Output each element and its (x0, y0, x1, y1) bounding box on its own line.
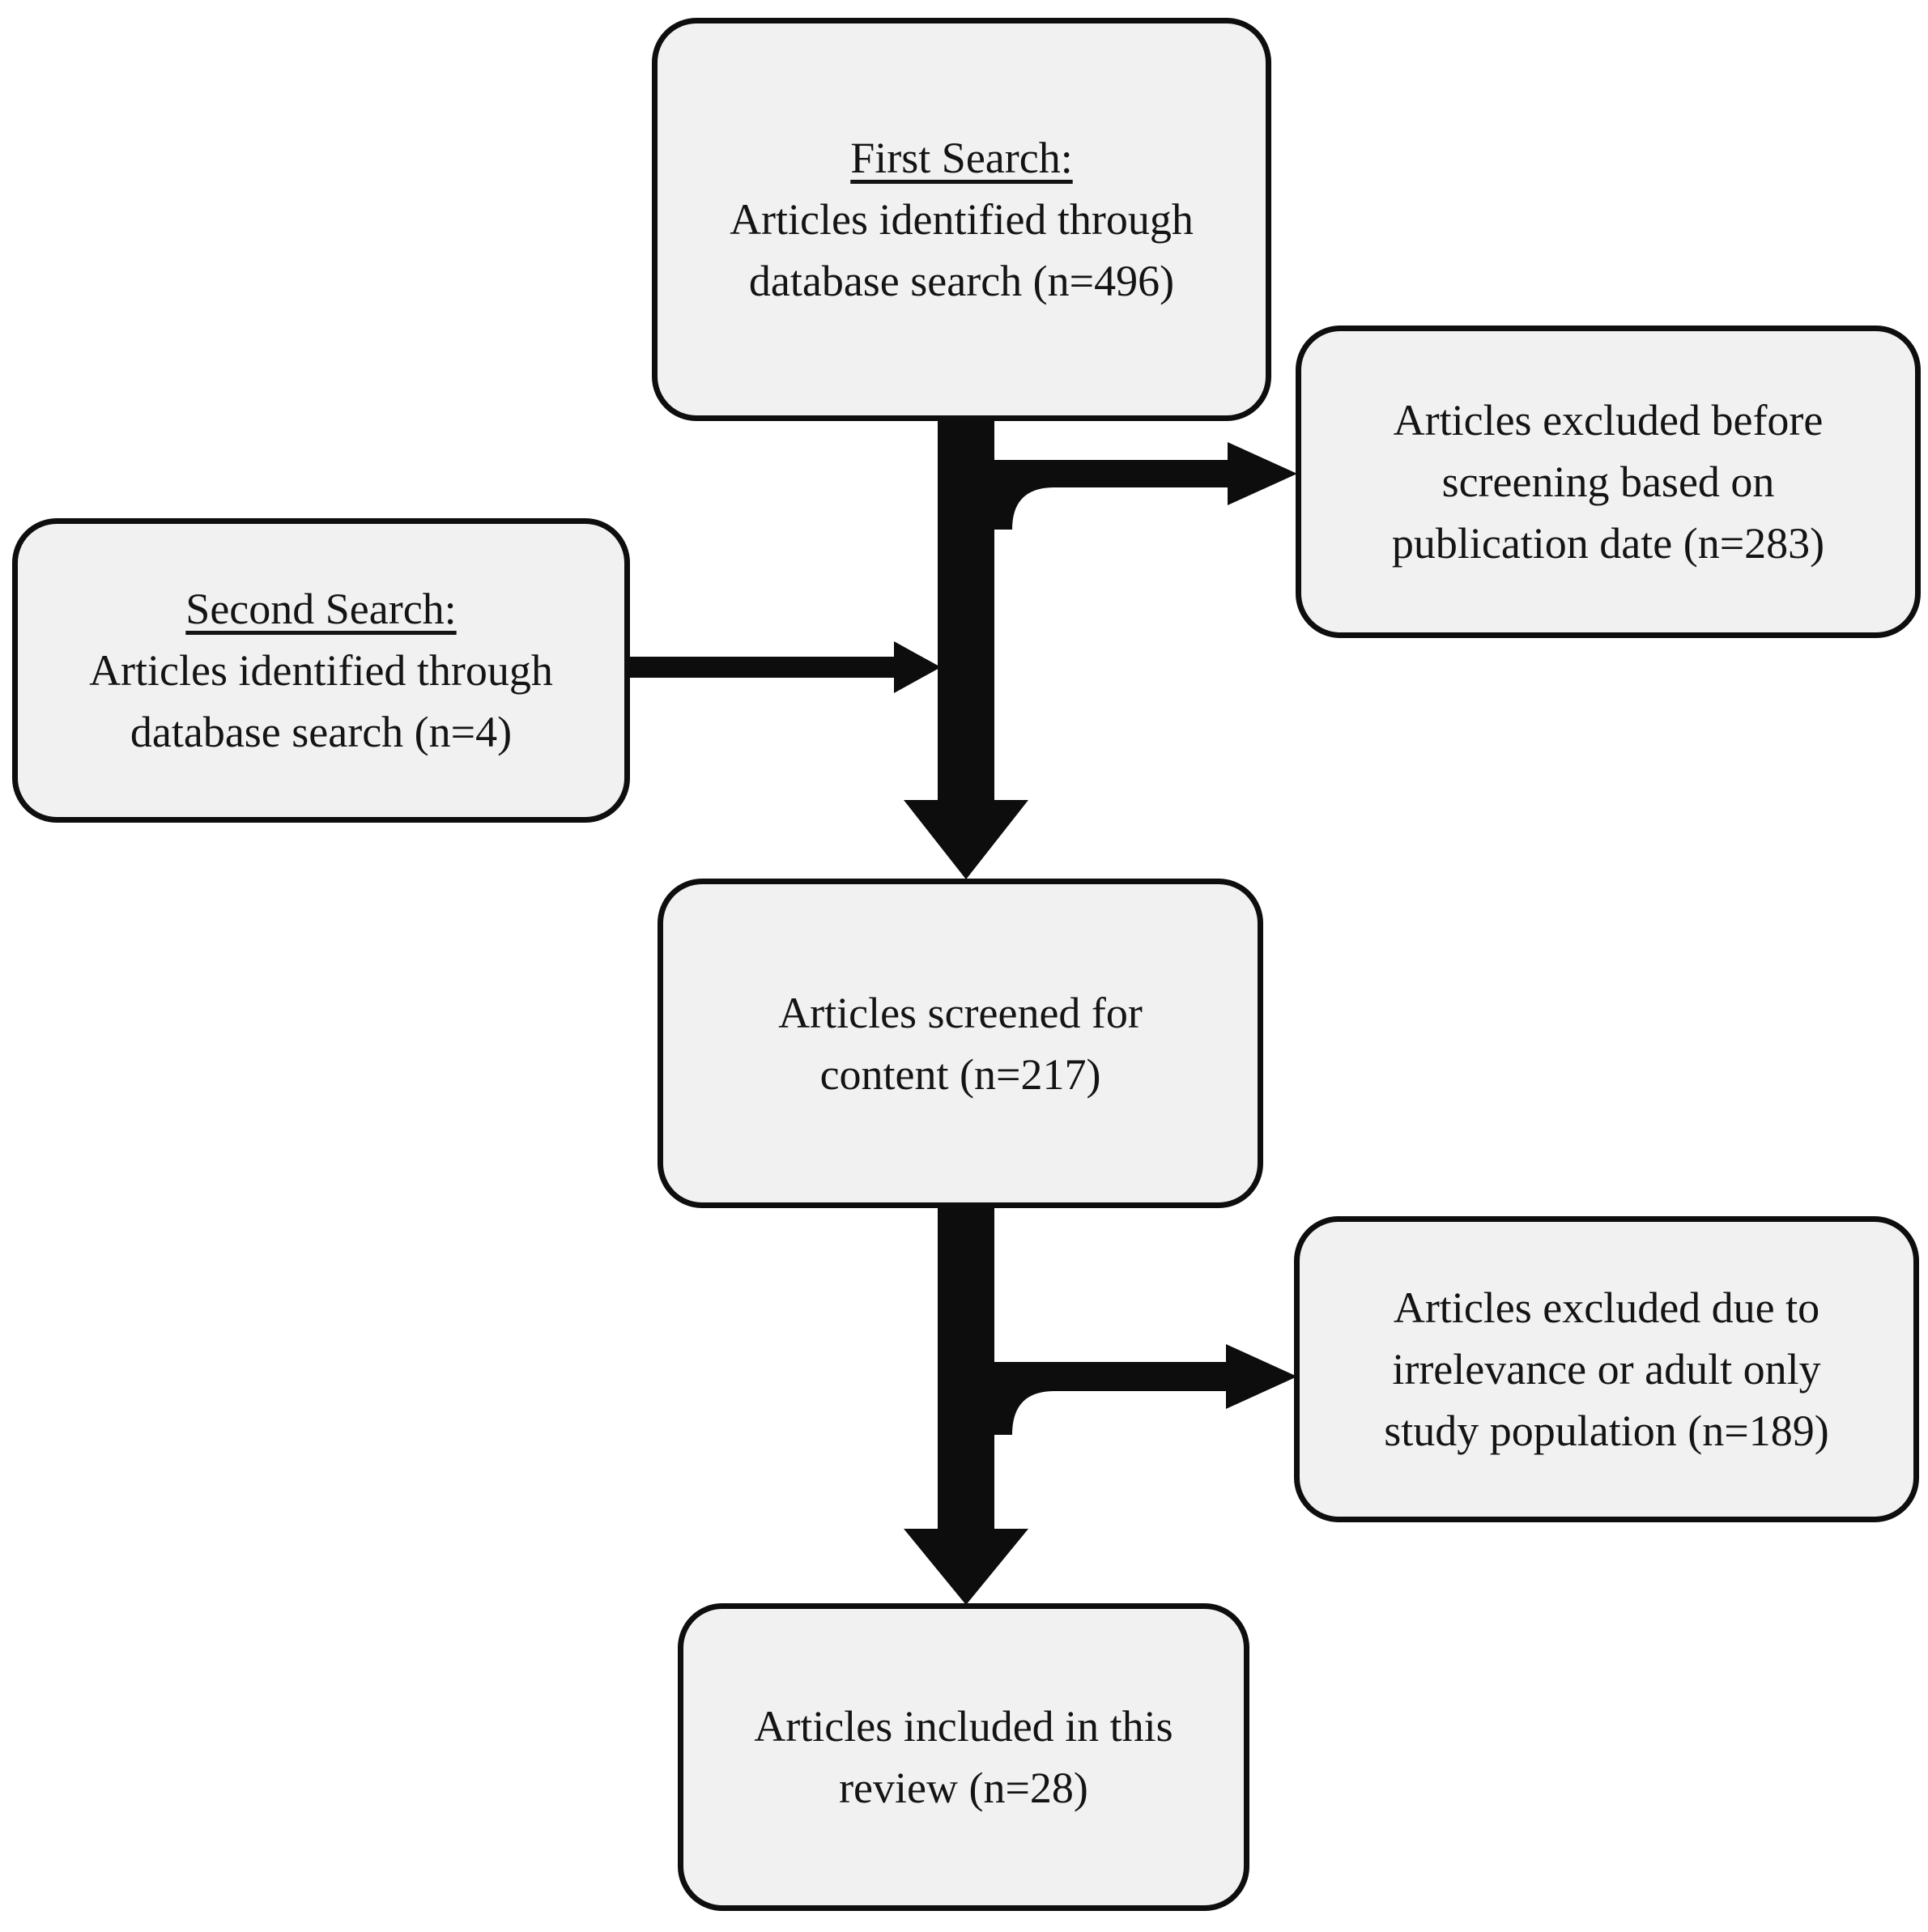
box-articles-screened-body: Articles screened for content (n=217) (778, 988, 1143, 1099)
box-second-search-title: Second Search: (185, 585, 457, 633)
box-second-search: Second Search: Articles identified throu… (12, 518, 630, 823)
arrow-second-search (625, 641, 941, 693)
box-first-search-text: First Search: Articles identified throug… (730, 127, 1194, 312)
box-excluded-before-screening-text: Articles excluded before screening based… (1392, 389, 1824, 574)
box-excluded-irrelevance-text: Articles excluded due to irrelevance or … (1384, 1277, 1828, 1462)
arrow-head-icon (904, 1529, 1028, 1605)
arrow-first-search-down (904, 415, 1028, 879)
box-second-search-text: Second Search: Articles identified throu… (89, 578, 553, 763)
arrow-branch-excluded-irrelevance (994, 1344, 1297, 1435)
arrow-screened-down (904, 1200, 1028, 1605)
box-excluded-before-screening-body: Articles excluded before screening based… (1391, 396, 1825, 568)
box-excluded-irrelevance-body: Articles excluded due to irrelevance or … (1384, 1283, 1829, 1455)
arrow-shaft (938, 1200, 994, 1534)
box-first-search: First Search: Articles identified throug… (652, 18, 1271, 421)
arrow-shaft (938, 415, 994, 806)
box-articles-included: Articles included in this review (n=28) (678, 1603, 1249, 1911)
box-excluded-before-screening: Articles excluded before screening based… (1296, 326, 1921, 638)
box-first-search-title: First Search: (850, 134, 1073, 182)
box-second-search-body: Articles identified through database sea… (89, 646, 553, 756)
arrow-head-icon (904, 800, 1028, 879)
box-articles-included-body: Articles included in this review (n=28) (754, 1702, 1173, 1812)
arrow-elbow (994, 442, 1297, 530)
arrow-head-icon (894, 641, 941, 693)
box-articles-included-text: Articles included in this review (n=28) (754, 1696, 1173, 1819)
box-first-search-body: Articles identified through database sea… (730, 195, 1194, 305)
box-excluded-irrelevance: Articles excluded due to irrelevance or … (1294, 1216, 1919, 1522)
arrow-elbow (994, 1344, 1297, 1435)
arrow-shaft (625, 657, 896, 678)
arrow-branch-excluded-date (994, 442, 1297, 530)
box-articles-screened: Articles screened for content (n=217) (658, 879, 1263, 1208)
box-articles-screened-text: Articles screened for content (n=217) (778, 982, 1143, 1105)
